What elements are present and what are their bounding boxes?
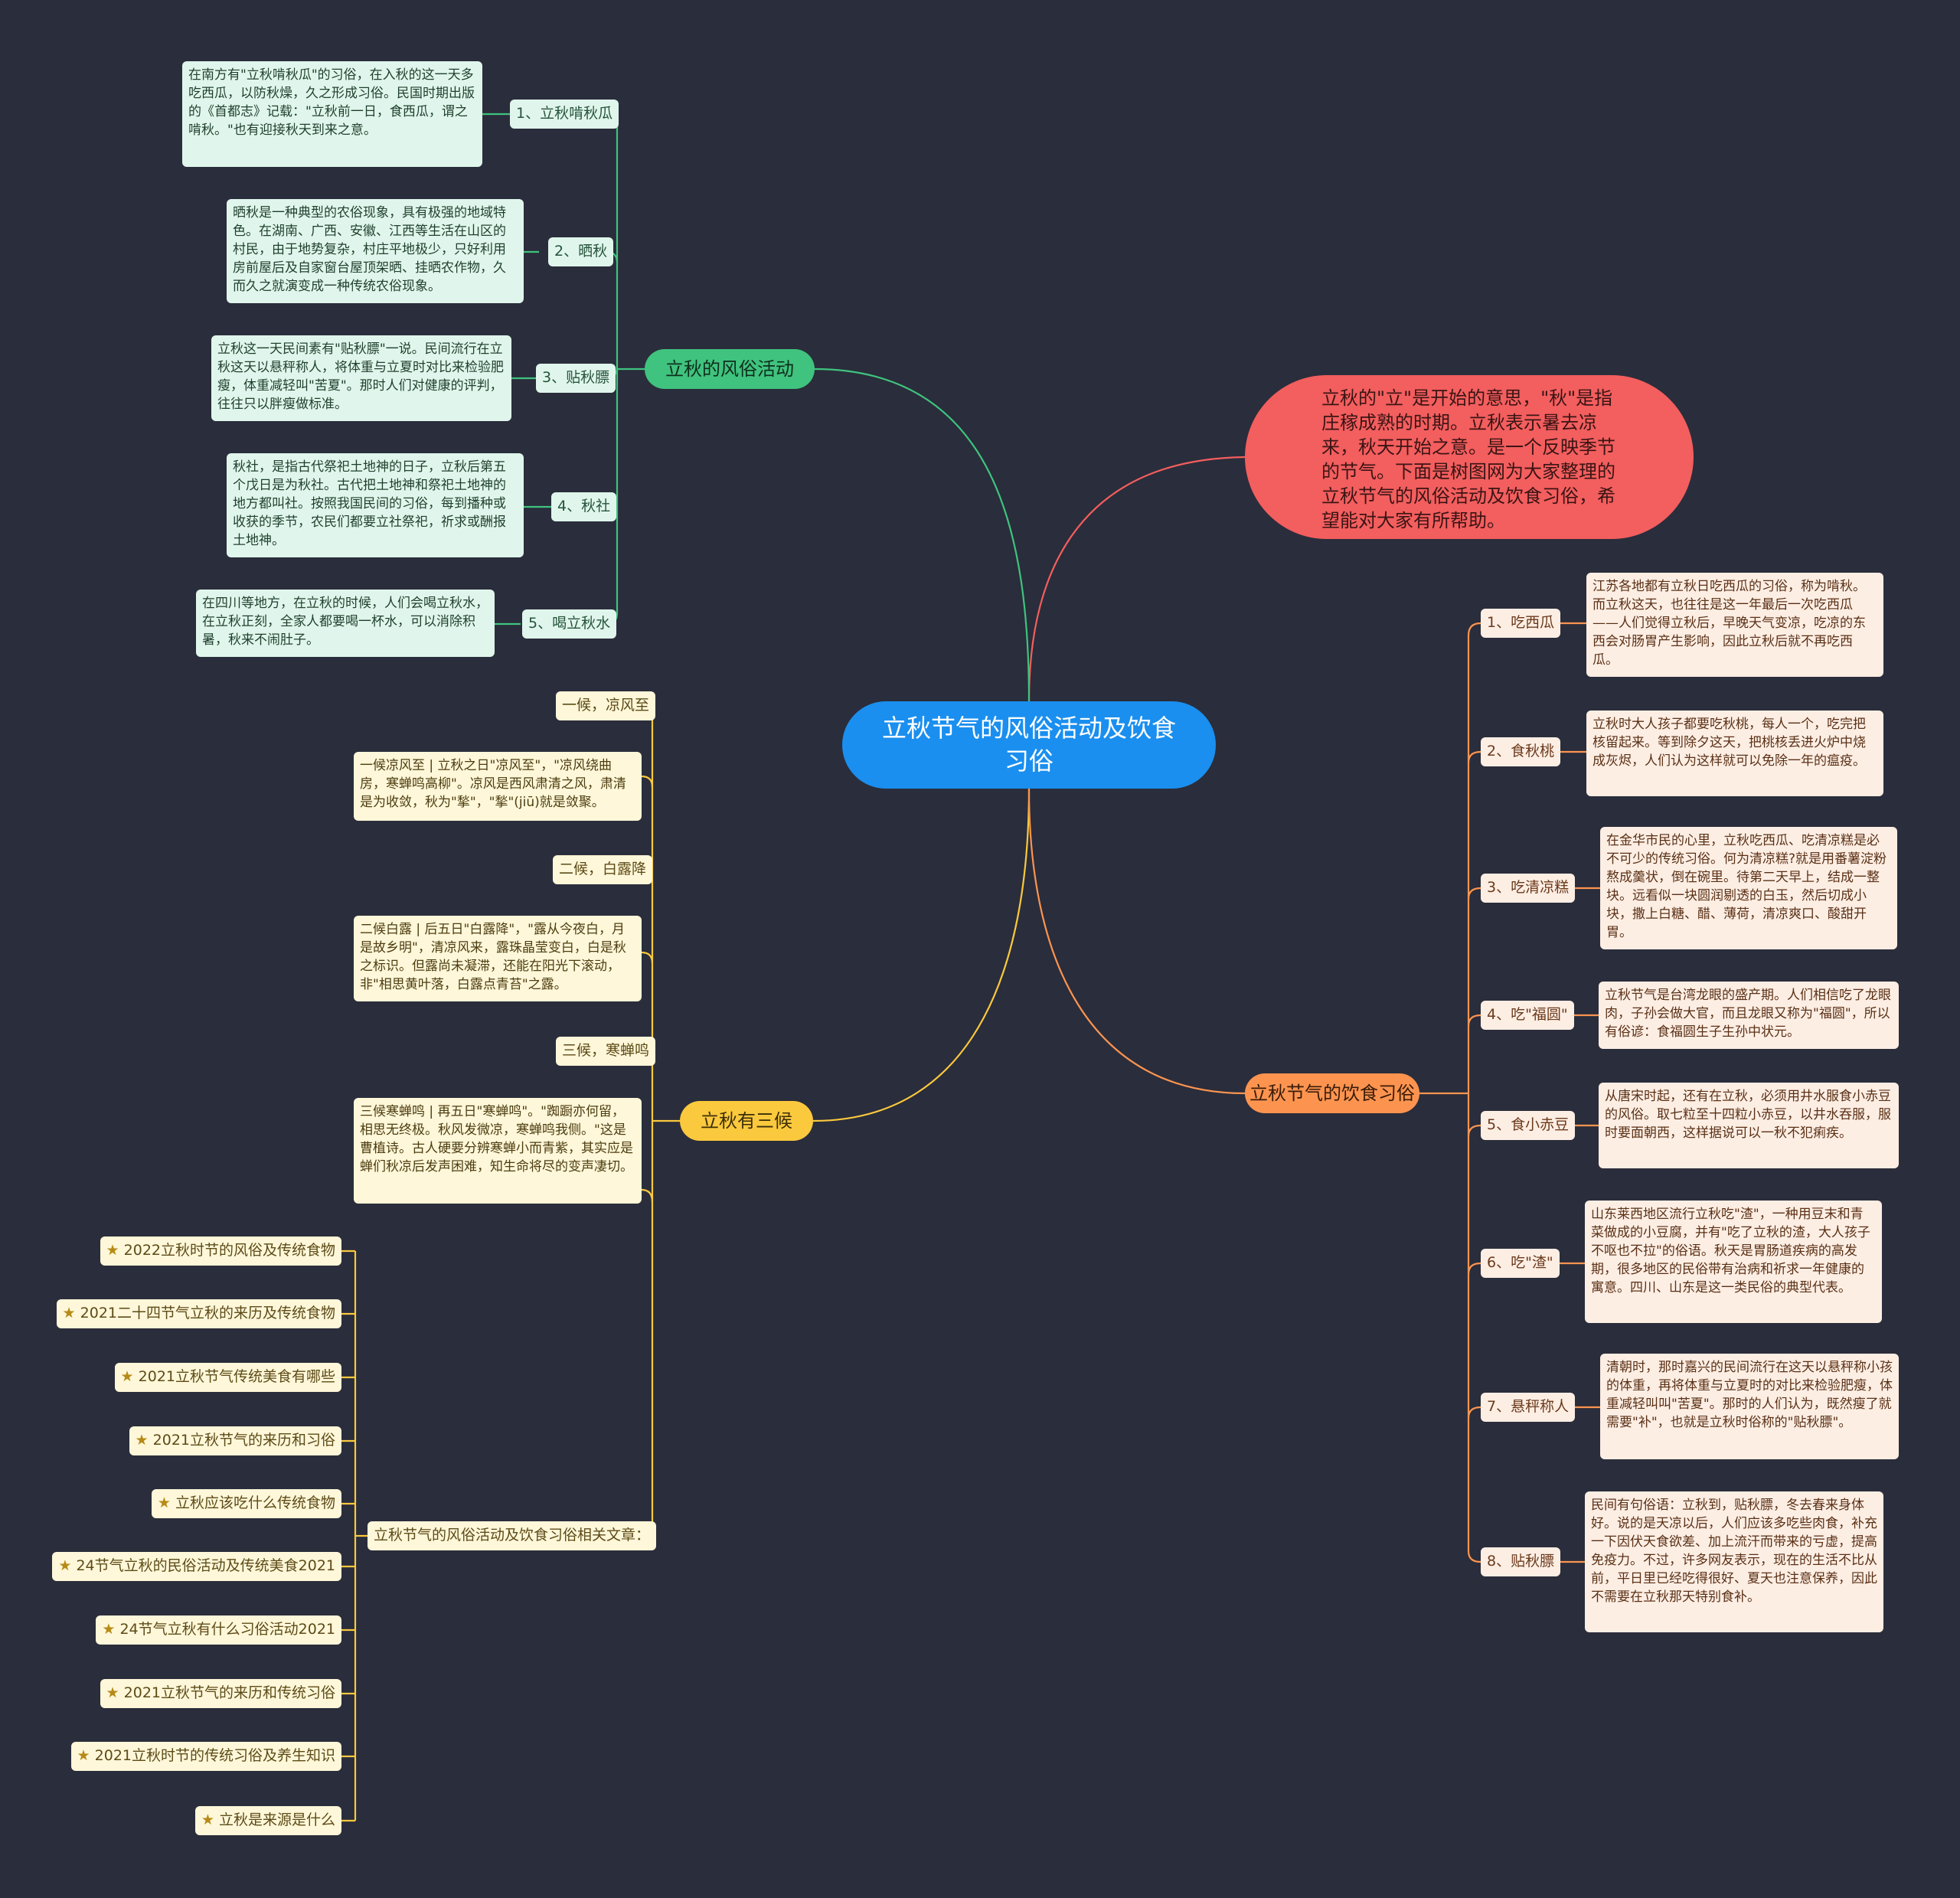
customs-item-2-label[interactable]: 2、晒秋 xyxy=(548,237,614,266)
three-item-3-label[interactable]: 三候，寒蝉鸣 xyxy=(556,1037,656,1066)
three-item-2-label[interactable]: 二候，白露降 xyxy=(553,855,653,884)
star-icon: ★ xyxy=(58,1557,72,1574)
root-intro-connector xyxy=(1027,456,1246,702)
customs-item-4-label[interactable]: 4、秋社 xyxy=(551,492,617,521)
root-node[interactable]: 立秋节气的风俗活动及饮食习俗 xyxy=(842,701,1216,789)
food-item-4-text: 立秋节气是台湾龙眼的盛产期。人们相信吃了龙眼肉，子孙会做大官，而且龙眼又称为"福… xyxy=(1599,982,1899,1049)
food-item-7-label[interactable]: 7、悬秤称人 xyxy=(1481,1393,1576,1422)
related-link-1[interactable]: ★ 2022立秋时节的风俗及传统食物 xyxy=(100,1236,341,1266)
three-item-3-text: 三候寒蝉鸣 | 再五日"寒蝉鸣"。"踟蹰亦何留，相思无终极。秋风发微凉，寒蝉鸣我… xyxy=(354,1098,642,1204)
customs-item-5-text: 在四川等地方，在立秋的时候，人们会喝立秋水，在立秋正刻，全家人都要喝一杯水，可以… xyxy=(196,590,495,657)
star-icon: ★ xyxy=(135,1432,149,1449)
food-item-6-label[interactable]: 6、吃"渣" xyxy=(1481,1249,1560,1278)
root-customs-connector xyxy=(814,368,1031,702)
three-connectors xyxy=(341,704,680,1822)
food-item-5-text: 从唐宋时起，还有在立秋，必须用井水服食小赤豆的风俗。取七粒至十四粒小赤豆，以井水… xyxy=(1599,1083,1899,1168)
star-icon: ★ xyxy=(106,1242,119,1259)
branch-food[interactable]: 立秋节气的饮食习俗 xyxy=(1245,1073,1419,1113)
related-link-2[interactable]: ★ 2021二十四节气立秋的来历及传统食物 xyxy=(56,1299,341,1328)
food-item-3-label[interactable]: 3、吃清凉糕 xyxy=(1481,874,1576,903)
related-link-10[interactable]: ★ 立秋是来源是什么 xyxy=(194,1806,341,1835)
star-icon: ★ xyxy=(120,1368,134,1385)
food-item-3-text: 在金华市民的心里，立秋吃西瓜、吃清凉糕是必不可少的传统习俗。何为清凉糕?就是用番… xyxy=(1600,827,1897,949)
food-item-5-label[interactable]: 5、食小赤豆 xyxy=(1481,1111,1576,1140)
star-icon: ★ xyxy=(201,1811,214,1828)
star-icon: ★ xyxy=(102,1621,116,1638)
branch-customs[interactable]: 立秋的风俗活动 xyxy=(645,349,815,389)
food-item-2-label[interactable]: 2、食秋桃 xyxy=(1481,737,1561,766)
three-item-2-text: 二候白露 | 后五日"白露降"，"露从今夜白，月是故乡明"，清凉风来，露珠晶莹变… xyxy=(354,916,642,1001)
three-item-1-label[interactable]: 一候，凉风至 xyxy=(556,691,656,720)
root-food-connector xyxy=(1027,788,1246,1095)
related-link-9[interactable]: ★ 2021立秋时节的传统习俗及养生知识 xyxy=(70,1742,341,1771)
related-link-3[interactable]: ★ 2021立秋节气传统美食有哪些 xyxy=(114,1363,341,1392)
food-item-1-label[interactable]: 1、吃西瓜 xyxy=(1481,609,1561,638)
branch-three-phenomena[interactable]: 立秋有三候 xyxy=(680,1101,813,1141)
customs-item-3-text: 立秋这一天民间素有"贴秋膘"一说。民间流行在立秋这天以悬秤称人，将体重与立夏时对… xyxy=(211,335,511,421)
star-icon: ★ xyxy=(77,1747,90,1764)
related-link-6[interactable]: ★ 24节气立秋的民俗活动及传统美食2021 xyxy=(52,1552,341,1581)
related-link-7[interactable]: ★ 24节气立秋有什么习俗活动2021 xyxy=(96,1615,341,1645)
star-icon: ★ xyxy=(106,1684,119,1701)
customs-item-3-label[interactable]: 3、贴秋膘 xyxy=(536,364,616,393)
star-icon: ★ xyxy=(62,1305,76,1321)
related-articles-heading: 立秋节气的风俗活动及饮食习俗相关文章： xyxy=(368,1521,657,1550)
related-link-5[interactable]: ★ 立秋应该吃什么传统食物 xyxy=(151,1489,341,1518)
food-item-8-text: 民间有句俗语：立秋到，贴秋膘，冬去春来身体好。说的是天凉以后，人们应该多吃些肉食… xyxy=(1585,1491,1883,1632)
food-item-1-text: 江苏各地都有立秋日吃西瓜的习俗，称为啃秋。而立秋这天，也往往是这一年最后一次吃西… xyxy=(1586,573,1883,677)
food-item-2-text: 立秋时大人孩子都要吃秋桃，每人一个，吃完把核留起来。等到除夕这天，把桃核丢进火炉… xyxy=(1586,711,1883,796)
root-three-connector xyxy=(812,788,1031,1122)
star-icon: ★ xyxy=(157,1495,171,1511)
customs-item-5-label[interactable]: 5、喝立秋水 xyxy=(522,609,617,639)
food-item-4-label[interactable]: 4、吃"福圆" xyxy=(1481,1001,1574,1030)
related-link-4[interactable]: ★ 2021立秋节气的来历和习俗 xyxy=(129,1426,341,1455)
customs-item-2-text: 晒秋是一种典型的农俗现象，具有极强的地域特色。在湖南、广西、安徽、江西等生活在山… xyxy=(227,199,524,303)
three-item-1-text: 一候凉风至 | 立秋之日"凉风至"，"凉风绕曲房，寒蝉鸣高柳"。凉风是西风肃清之… xyxy=(354,752,642,821)
related-link-8[interactable]: ★ 2021立秋节气的来历和传统习俗 xyxy=(100,1679,341,1708)
customs-item-1-text: 在南方有"立秋啃秋瓜"的习俗，在入秋的这一天多吃西瓜，以防秋燥，久之形成习俗。民… xyxy=(182,61,482,167)
food-item-8-label[interactable]: 8、贴秋膘 xyxy=(1481,1547,1561,1576)
customs-item-4-text: 秋社，是指古代祭祀土地神的日子，立秋后第五个戊日是为秋社。古代把土地神和祭祀土地… xyxy=(227,453,524,557)
food-item-7-text: 清朝时，那时嘉兴的民间流行在这天以悬秤称小孩的体重，再将体重与立夏时的对比来检验… xyxy=(1600,1354,1899,1459)
food-item-6-text: 山东莱西地区流行立秋吃"渣"，一种用豆末和青菜做成的小豆腐，并有"吃了立秋的渣，… xyxy=(1585,1201,1882,1323)
intro-node[interactable]: 立秋的"立"是开始的意思，"秋"是指庄稼成熟的时期。立秋表示暑去凉来，秋天开始之… xyxy=(1245,375,1694,539)
customs-item-1-label[interactable]: 1、立秋啃秋瓜 xyxy=(510,100,619,129)
